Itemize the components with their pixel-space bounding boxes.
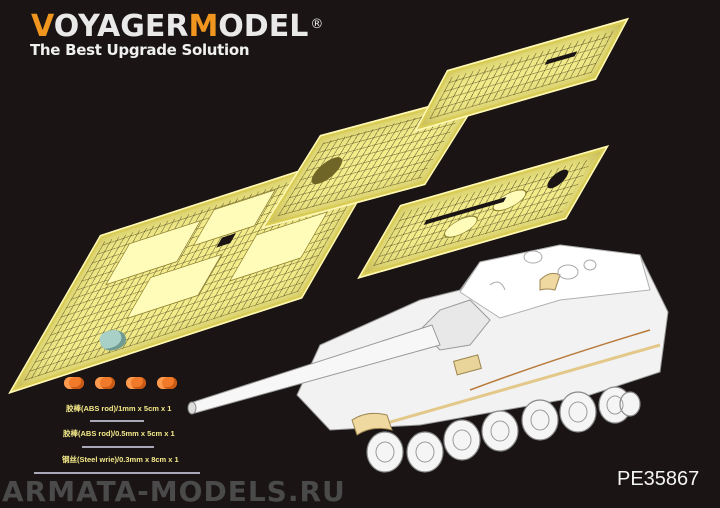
spec-abs-rod-1mm: 胶棒(ABS rod)/1mm x 5cm x 1 xyxy=(66,404,172,413)
front-fender-pe xyxy=(351,412,393,436)
rod-parts xyxy=(64,377,177,389)
rod-icon xyxy=(157,377,177,389)
spec-abs-rod-05mm: 胶棒(ABS rod)/0.5mm x 5cm x 1 xyxy=(63,429,175,438)
watermark: ARMATA-MODELS.RU xyxy=(2,475,346,508)
divider xyxy=(90,420,144,422)
divider xyxy=(82,446,154,448)
road-wheels xyxy=(366,386,641,473)
rod-icon xyxy=(64,377,84,389)
rod-icon xyxy=(126,377,146,389)
hatch-pe xyxy=(539,272,561,291)
muzzle xyxy=(187,401,197,415)
logo-letter-m: M xyxy=(188,9,219,44)
logo-text-oyager: OYAGER xyxy=(53,9,189,44)
part-number: PE35867 xyxy=(617,468,700,490)
wheel-hubs xyxy=(375,395,624,463)
divider xyxy=(34,472,200,474)
casemate-details xyxy=(489,250,597,291)
brand-tagline: The Best Upgrade Solution xyxy=(30,41,250,59)
rod-icon xyxy=(95,377,115,389)
side-rail-pe xyxy=(379,343,661,427)
registered-mark: ® xyxy=(310,17,324,32)
logo-text-odel: ODEL xyxy=(218,9,309,44)
engine-grille-pe xyxy=(452,354,482,376)
brand-logo: VOYAGERMODEL® xyxy=(31,12,323,42)
logo-letter-v: V xyxy=(31,9,54,44)
spec-steel-wire: 钢丝(Steel wrie)/0.3mm x 8cm x 1 xyxy=(62,455,179,464)
steel-wire-cable xyxy=(469,329,651,391)
